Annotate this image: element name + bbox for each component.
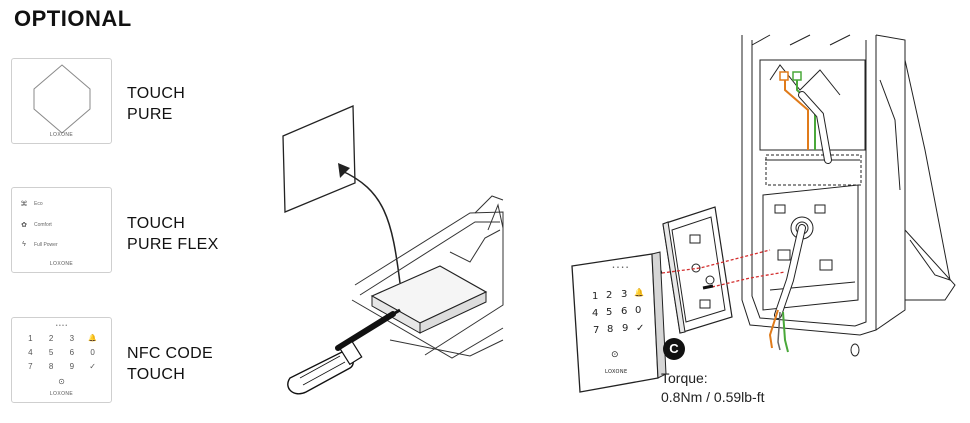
touch-pure-flex-device: ⌘ Eco ✿ Comfort ϟ Full Power LOXONE [11, 187, 112, 273]
mini-key: 6 [69, 348, 75, 357]
keypad-bell-icon: 🔔 [634, 288, 644, 297]
touch-pure-brand: LOXONE [49, 132, 74, 138]
fan-icon: ⌘ [20, 201, 28, 208]
flex-row-eco: ⌘ Eco [20, 201, 43, 208]
bolt-icon: ϟ [22, 241, 26, 248]
removed-cover-plate [282, 105, 356, 213]
page-title: OPTIONAL [14, 6, 132, 31]
flex-row-full-power: ϟ Full Power [20, 241, 57, 248]
keypad-brand: LOXONE [605, 369, 628, 375]
keypad-key-5: 5 [606, 307, 613, 318]
arrow-head-icon [338, 163, 350, 178]
torque-label: Torque: [661, 370, 708, 386]
mini-key: 7 [28, 362, 33, 371]
touch-pure-flex-label: TOUCH PURE FLEX [127, 215, 219, 253]
keypad-key-1: 1 [592, 291, 599, 302]
mini-key: 2 [48, 334, 54, 343]
nfc-indicator: • • • • [55, 323, 68, 329]
flex-row-comfort: ✿ Comfort [21, 222, 52, 229]
step-badge: C [663, 338, 685, 360]
torque-value: 0.8Nm / 0.59lb-ft [661, 389, 765, 405]
mini-key: 1 [28, 334, 33, 343]
mounting-housing [741, 34, 956, 357]
nfc-led-dots: • • • • [612, 265, 629, 271]
removal-arrow [339, 169, 401, 284]
keypad-nfc-icon: ⊙ [611, 350, 619, 360]
touch-pure-flex-brand: LOXONE [49, 261, 74, 267]
keypad-check-icon: ✓ [636, 323, 645, 334]
mini-key: 5 [48, 348, 54, 357]
nfc-keypad-device: • • • • [571, 251, 667, 393]
mini-check-icon: ✓ [89, 362, 96, 371]
keypad-key-3: 3 [621, 289, 628, 300]
mini-key: 4 [28, 348, 33, 357]
mini-key: 8 [48, 362, 54, 371]
screwdriver-icon [287, 308, 401, 395]
nfc-code-touch-label: NFC CODE TOUCH [127, 345, 213, 383]
touch-pure-label: TOUCH PURE [127, 85, 186, 123]
wire-bundle-top [779, 71, 832, 164]
nfc-code-touch-brand: LOXONE [49, 391, 74, 397]
nfc-code-touch-device: • • • • 1 2 3 🔔 4 5 6 0 7 8 9 ✓ ⊙ LOXONE [11, 317, 112, 403]
keypad-key-4: 4 [592, 308, 599, 319]
touch-pure-hexagon-icon [33, 64, 91, 134]
keypad-key-2: 2 [606, 290, 613, 301]
keypad-key-7: 7 [593, 325, 600, 336]
keypad-key-9: 9 [622, 323, 629, 334]
mini-key: 3 [69, 334, 75, 343]
touch-pure-device: LOXONE [11, 58, 112, 144]
mounting-bracket [662, 206, 733, 334]
mini-key: 0 [90, 348, 95, 357]
nfc-mini-keypad: 1 2 3 🔔 4 5 6 0 7 8 9 ✓ [12, 334, 111, 371]
torque-spec: Torque: 0.8Nm / 0.59lb-ft [661, 369, 765, 407]
mini-bell-icon: 🔔 [88, 335, 97, 342]
cable-through [768, 224, 806, 353]
gear-icon: ✿ [21, 222, 27, 229]
mini-key: 9 [69, 362, 75, 371]
keypad-key-0: 0 [635, 305, 642, 316]
keypad-key-8: 8 [607, 324, 614, 335]
keypad-key-6: 6 [621, 306, 628, 317]
nfc-symbol-icon: ⊙ [58, 377, 65, 386]
base-housing [351, 195, 504, 359]
